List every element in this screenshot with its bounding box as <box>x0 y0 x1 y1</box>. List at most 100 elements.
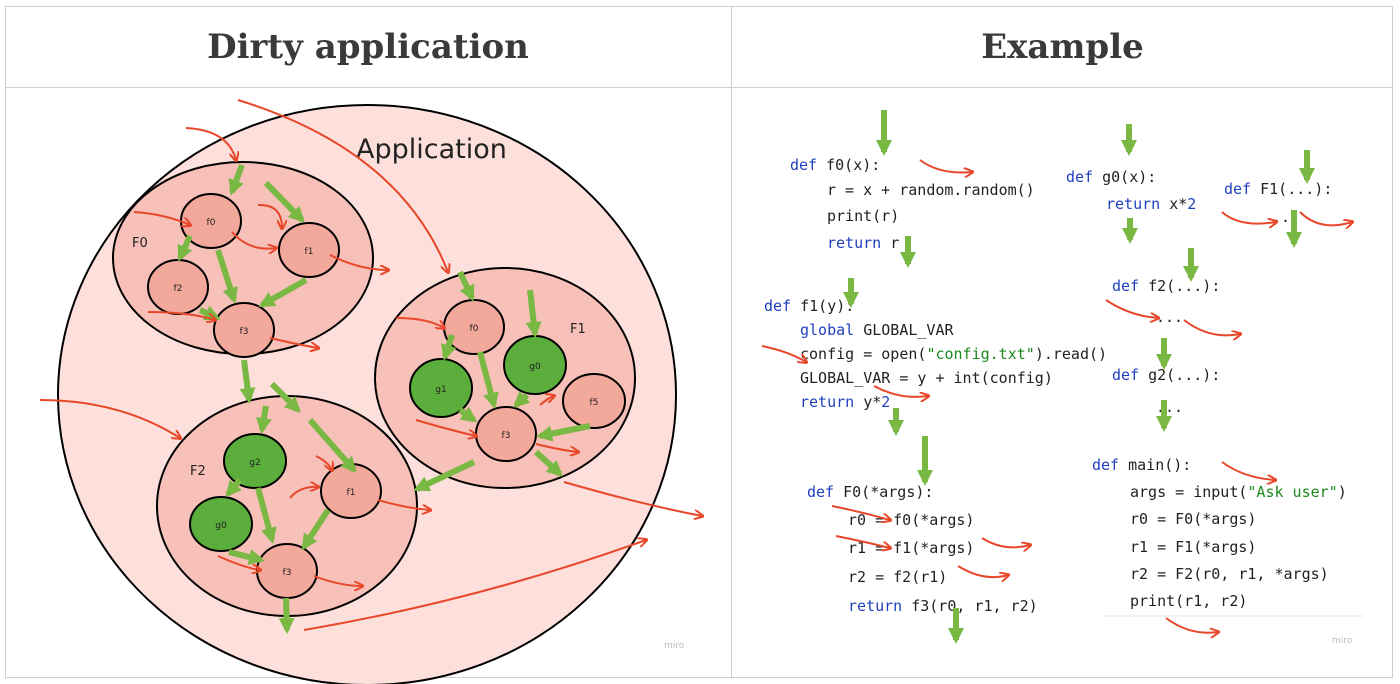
watermark-right: miro <box>1332 636 1353 646</box>
node-label: f1 <box>347 488 356 498</box>
code-block-f1: def f1(y): global GLOBAL_VAR config = op… <box>764 297 1107 411</box>
code-str: "config.txt" <box>926 345 1034 363</box>
node-F2-g0 <box>189 496 253 552</box>
svg-text:def g0(x):: def g0(x): <box>1066 168 1156 186</box>
code-line: config = open( <box>800 345 926 363</box>
svg-text:def main():: def main(): <box>1092 456 1191 474</box>
code-line: r <box>881 234 899 252</box>
code-line: ) <box>1338 483 1347 501</box>
code-sig: F0(*args): <box>834 483 933 501</box>
svg-text:return f3(r0, r1, r2): return f3(r0, r1, r2) <box>848 597 1038 615</box>
code-num: 2 <box>1187 195 1196 213</box>
red-arrows-right <box>761 159 1352 633</box>
code-line: ).read() <box>1035 345 1107 363</box>
code-line: f3(r0, r1, r2) <box>902 597 1037 615</box>
node-label: f1 <box>305 247 314 257</box>
code-block-g0: def g0(x): return x*2 <box>1066 168 1196 213</box>
svg-text:def f0(x):: def f0(x): <box>790 156 880 174</box>
green-arrows-left <box>177 163 591 634</box>
code-block-main: def main(): args = input("Ask user") r0 … <box>1092 456 1364 617</box>
code-line: ... <box>1156 398 1183 416</box>
code-block-f0: def f0(x): r = x + random.random() print… <box>790 156 1035 252</box>
svg-text:def g2(...):: def g2(...): <box>1112 366 1220 384</box>
code-line: ... <box>1156 308 1183 326</box>
code-line: y* <box>854 393 881 411</box>
code-kw: def <box>1066 168 1093 186</box>
code-sig: g0(x): <box>1093 168 1156 186</box>
code-line: GLOBAL_VAR <box>854 321 954 339</box>
svg-text:def F1(...):: def F1(...): <box>1224 180 1332 198</box>
code-block-F0: def F0(*args): r0 = f0(*args) r1 = f1(*a… <box>807 483 1038 615</box>
node-label: f0 <box>470 324 479 334</box>
red-arrows-left <box>39 99 702 631</box>
code-kw: def <box>1112 277 1139 295</box>
code-line: GLOBAL_VAR = y + int(config) <box>800 369 1053 387</box>
code-kw: global <box>800 321 854 339</box>
code-kw: return <box>848 597 902 615</box>
code-kw: def <box>807 483 834 501</box>
node-label: g0 <box>215 521 227 531</box>
header-dirty-application: Dirty application <box>5 6 731 88</box>
table-frame <box>5 6 1393 678</box>
svg-text:def f1(y):: def f1(y): <box>764 297 854 315</box>
code-line: r1 = F1(*args) <box>1130 538 1256 556</box>
node-label: f3 <box>240 327 249 337</box>
node-label: f3 <box>502 431 511 441</box>
code-line: print(r1, r2) <box>1130 592 1247 610</box>
code-line: r2 = f2(r1) <box>848 568 947 586</box>
code-sig: f1(y): <box>791 297 854 315</box>
svg-text:def F0(*args):: def F0(*args): <box>807 483 933 501</box>
group-label-F1: F1 <box>570 322 586 337</box>
code-line: r2 = F2(r0, r1, *args) <box>1130 565 1329 583</box>
node-label: g2 <box>249 458 260 468</box>
node-label: f5 <box>590 398 599 408</box>
code-line: r0 = F0(*args) <box>1130 510 1256 528</box>
code-block-F1: def F1(...): ... <box>1224 180 1332 226</box>
code-line: r = x + random.random() <box>827 181 1035 199</box>
group-label-F2: F2 <box>190 464 206 479</box>
code-num: 2 <box>881 393 890 411</box>
svg-text:return x*2: return x*2 <box>1106 195 1196 213</box>
node-F1-f5 <box>562 373 626 429</box>
node-F0-f1 <box>278 222 340 278</box>
node-F0-f3 <box>213 302 275 358</box>
node-label: g1 <box>435 385 446 395</box>
node-label: f2 <box>174 284 183 294</box>
svg-text:def f2(...):: def f2(...): <box>1112 277 1220 295</box>
code-kw: def <box>1112 366 1139 384</box>
code-kw: return <box>827 234 881 252</box>
svg-text:args = input("Ask user"): args = input("Ask user") <box>1130 483 1347 501</box>
code-str: "Ask user" <box>1247 483 1337 501</box>
node-label: g0 <box>529 362 541 372</box>
code-line: print(r) <box>827 207 899 225</box>
svg-text:return y*2: return y*2 <box>800 393 890 411</box>
code-kw: def <box>790 156 817 174</box>
code-kw: def <box>1092 456 1119 474</box>
group-label-F0: F0 <box>132 236 148 251</box>
watermark-left: miro <box>664 641 685 651</box>
green-arrows-right <box>843 110 1315 644</box>
code-kw: def <box>764 297 791 315</box>
node-label: f3 <box>283 568 292 578</box>
svg-text:config = open("config.txt").re: config = open("config.txt").read() <box>800 345 1107 363</box>
code-sig: F1(...): <box>1251 180 1332 198</box>
code-kw: return <box>1106 195 1160 213</box>
code-sig: f2(...): <box>1139 277 1220 295</box>
code-sig: main(): <box>1119 456 1191 474</box>
svg-text:global GLOBAL_VAR: global GLOBAL_VAR <box>800 321 954 339</box>
application-label: Application <box>356 134 507 165</box>
node-label: f0 <box>207 218 216 228</box>
code-kw: return <box>800 393 854 411</box>
code-kw: def <box>1224 180 1251 198</box>
header-example: Example <box>732 6 1393 88</box>
svg-text:return r: return r <box>827 234 899 252</box>
column-divider <box>731 6 732 678</box>
code-block-f2: def f2(...): ... <box>1112 277 1220 326</box>
code-line: r0 = f0(*args) <box>848 511 974 529</box>
code-line: x* <box>1160 195 1187 213</box>
code-line: r1 = f1(*args) <box>848 539 974 557</box>
node-F1-g1 <box>409 358 473 418</box>
code-line: args = input( <box>1130 483 1247 501</box>
node-F2-g2 <box>223 433 287 489</box>
